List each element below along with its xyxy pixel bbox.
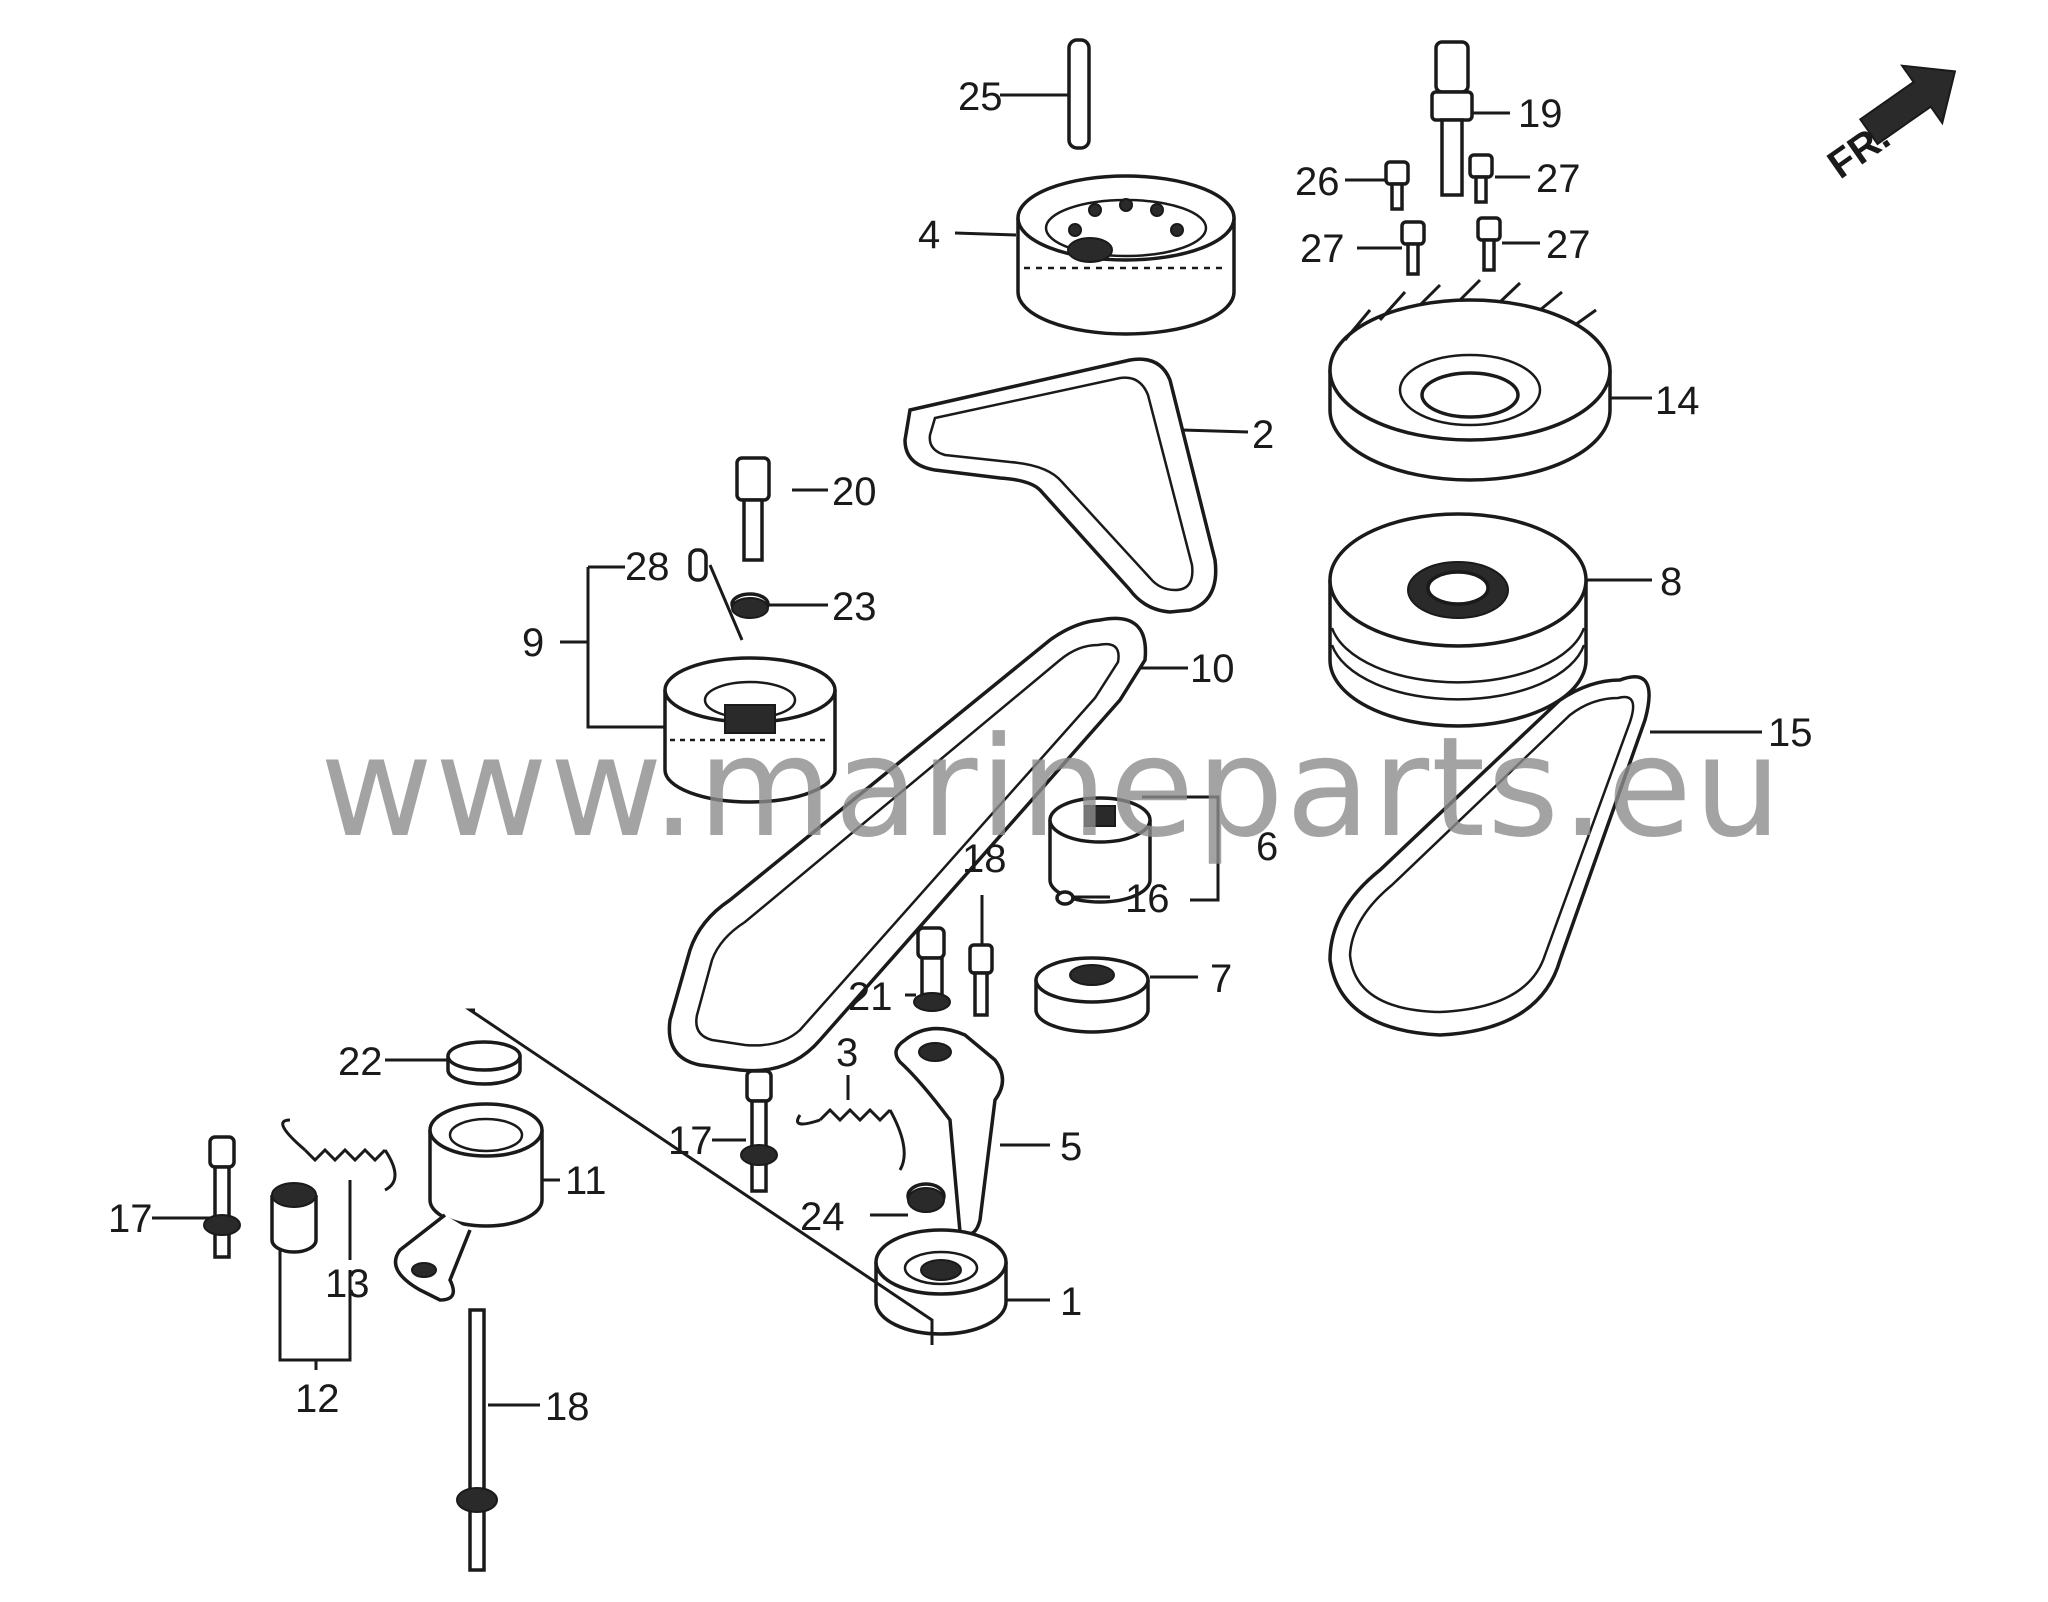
part-26-pin [1067, 38, 1091, 150]
callout-27-d: 27 [1546, 223, 1591, 267]
part-7-gear [1034, 956, 1150, 1034]
part-6-gear [1048, 796, 1152, 904]
part-14-fan [1328, 278, 1612, 482]
callout-27-a: 26 [1295, 160, 1340, 204]
callout-6: 6 [1256, 825, 1278, 869]
part-12-sleeve [270, 1182, 318, 1254]
callout-5: 5 [1060, 1125, 1082, 1169]
part-21-bolt [735, 456, 771, 562]
assembly-bracket-line [465, 1008, 934, 1345]
callout-3: 3 [836, 1031, 858, 1075]
callout-18: 18 [545, 1385, 590, 1429]
part-3-spring [796, 1107, 906, 1171]
callout-20: 19 [1518, 92, 1563, 136]
part-23-washer [446, 1040, 522, 1086]
part-27-bolt-c [1400, 220, 1426, 276]
callout-14: 14 [1655, 379, 1700, 423]
part-11-tensioner [393, 1102, 544, 1302]
callout-27-b: 27 [1536, 157, 1581, 201]
callout-26: 25 [958, 75, 1003, 119]
part-19-bolt [968, 943, 994, 1017]
callout-11: 11 [565, 1159, 607, 1203]
part-17-bolt-b [740, 1069, 778, 1193]
callout-21: 20 [832, 470, 877, 514]
part-16-key [1055, 890, 1075, 906]
watermark: www.marineparts.eu [320, 707, 1783, 868]
part-25-washer [906, 1182, 946, 1213]
callout-13: 13 [325, 1262, 370, 1306]
part-5-arm [894, 1026, 1005, 1236]
part-27-bolt-b [1468, 153, 1494, 204]
part-18-stud [456, 1308, 498, 1572]
callout-2: 2 [1252, 413, 1274, 457]
callout-7: 7 [1210, 957, 1232, 1001]
callout-15: 15 [1768, 711, 1813, 755]
part-24-washer [730, 592, 770, 619]
callout-1: 1 [1060, 1280, 1082, 1324]
part-1-idler-pulley [874, 1228, 1008, 1336]
part-20-bolt [1430, 40, 1474, 197]
callout-22: 21 [848, 975, 893, 1019]
part-27-bolt-a [1384, 160, 1410, 211]
callout-4: 4 [918, 213, 940, 257]
part-27-bolt-d [1476, 216, 1502, 272]
part-4-pulley [1016, 174, 1236, 336]
part-10-belt [667, 616, 1148, 1073]
callout-8: 8 [1660, 560, 1682, 604]
callout-23: 22 [338, 1040, 383, 1084]
callout-24: 23 [832, 585, 877, 629]
part-2-timing-belt [903, 357, 1218, 614]
part-17-bolt-a [203, 1135, 241, 1259]
callout-28: 28 [625, 545, 670, 589]
callout-17-a: 17 [108, 1197, 153, 1241]
part-22-stud [913, 926, 951, 1012]
part-28-pin [688, 548, 708, 582]
callout-10: 10 [1190, 647, 1235, 691]
part-15-v-belt [1328, 675, 1651, 1037]
part-9-pulley [663, 656, 837, 804]
leader-lines [152, 93, 1762, 1407]
part-13-spring [281, 1118, 397, 1192]
callout-25: 24 [800, 1195, 845, 1239]
front-direction-arrow-icon [1858, 64, 1957, 146]
callout-12: 12 [295, 1377, 340, 1421]
callout-27-c: 27 [1300, 227, 1345, 271]
part-8-pulley [1328, 512, 1588, 728]
callout-19: 18 [962, 837, 1007, 881]
callout-16: 16 [1125, 877, 1170, 921]
callout-17-b: 17 [668, 1119, 713, 1163]
callout-9: 9 [522, 621, 544, 665]
